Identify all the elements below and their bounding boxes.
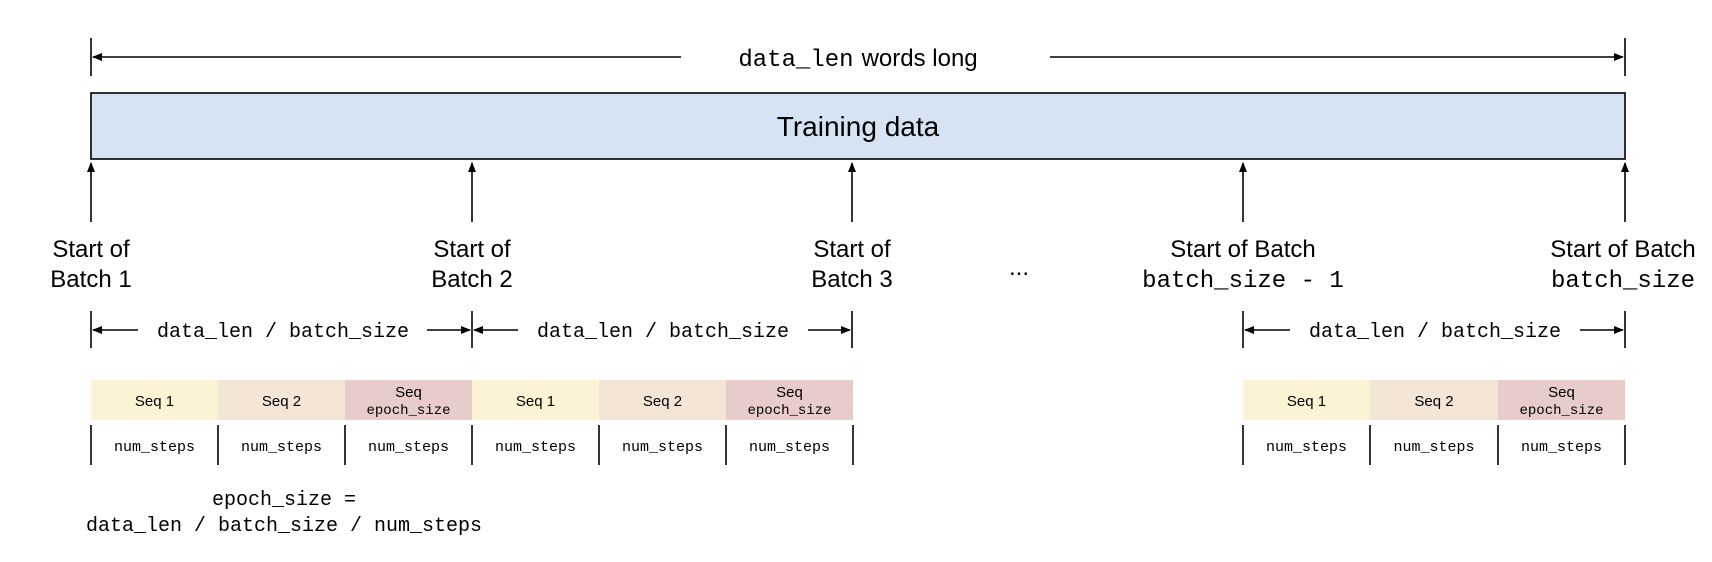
num-steps-label: num_steps <box>1266 439 1347 456</box>
num-steps-label: num_steps <box>114 439 195 456</box>
span-2-label: data_len / batch_size <box>537 321 789 344</box>
formula-line2: data_len / batch_size / num_steps <box>86 515 482 538</box>
seq-epoch-size-label-line2: epoch_size <box>1519 403 1603 419</box>
batch-span-1: data_len / batch_size <box>90 311 471 348</box>
ellipsis: ... <box>1009 254 1029 281</box>
batch-3-label-line2: Batch 3 <box>811 266 892 293</box>
span-n-label: data_len / batch_size <box>1309 321 1561 344</box>
batch-start-arrows <box>87 162 1629 222</box>
seq-2-label: Seq 2 <box>262 393 301 410</box>
seq-2-block <box>218 380 345 420</box>
seq-epoch-size-block <box>726 380 853 420</box>
batch-n-label-line2: batch_size <box>1551 268 1695 295</box>
num-steps-label: num_steps <box>749 439 830 456</box>
batch-start-labels: Start of Batch 1 Start of Batch 2 Start … <box>50 236 1695 295</box>
training-data-label: Training data <box>777 111 940 142</box>
batch-span-2: data_len / batch_size <box>471 311 853 348</box>
seq-epoch-size-label-line1: Seq <box>1548 384 1575 401</box>
sequence-group-batch-n: Seq 1 Seq 2 Seq epoch_size num_steps num… <box>1242 380 1626 465</box>
num-steps-label: num_steps <box>495 439 576 456</box>
training-data-box: Training data <box>90 92 1626 160</box>
seq-epoch-size-label-line2: epoch_size <box>366 403 450 419</box>
batch-2-label-line2: Batch 2 <box>431 266 512 293</box>
seq-2-block <box>599 380 726 420</box>
batch-span-n: data_len / batch_size <box>1242 311 1626 348</box>
span-1-label: data_len / batch_size <box>157 321 409 344</box>
seq-1-label: Seq 1 <box>516 393 555 410</box>
num-steps-label: num_steps <box>1521 439 1602 456</box>
sequence-group-batch-2: Seq 1 Seq 2 Seq epoch_size num_steps num… <box>472 380 854 465</box>
seq-epoch-size-label-line1: Seq <box>395 384 422 401</box>
seq-epoch-size-block <box>1498 380 1625 420</box>
batch-n-minus-1-label-line2: batch_size - 1 <box>1142 268 1344 295</box>
training-data-rect <box>90 92 1626 160</box>
batch-3-label-line1: Start of <box>813 236 891 263</box>
num-steps-label: num_steps <box>368 439 449 456</box>
batch-n-minus-1-label-line1: Start of Batch <box>1170 236 1315 263</box>
seq-1-block <box>472 380 599 420</box>
formula-line1: epoch_size = <box>212 489 356 512</box>
seq-2-label: Seq 2 <box>643 393 682 410</box>
sequence-group-batch-1: Seq 1 Seq 2 Seq epoch_size num_steps num… <box>90 380 473 465</box>
seq-epoch-size-label-line1: Seq <box>776 384 803 401</box>
num-steps-label: num_steps <box>241 439 322 456</box>
num-steps-label: num_steps <box>622 439 703 456</box>
seq-epoch-size-block <box>345 380 472 420</box>
seq-1-block <box>1243 380 1370 420</box>
seq-1-label: Seq 1 <box>1287 393 1326 410</box>
batch-n-label-line1: Start of Batch <box>1550 236 1695 263</box>
seq-1-label: Seq 1 <box>135 393 174 410</box>
seq-2-label: Seq 2 <box>1414 393 1453 410</box>
epoch-size-formula: epoch_size = data_len / batch_size / num… <box>86 489 482 538</box>
seq-1-block <box>91 380 218 420</box>
seq-2-block <box>1370 380 1498 420</box>
batch-1-label-line2: Batch 1 <box>50 266 131 293</box>
num-steps-label: num_steps <box>1393 439 1474 456</box>
batch-1-label-line1: Start of <box>52 236 130 263</box>
seq-epoch-size-label-line2: epoch_size <box>747 403 831 419</box>
batch-2-label-line1: Start of <box>433 236 511 263</box>
